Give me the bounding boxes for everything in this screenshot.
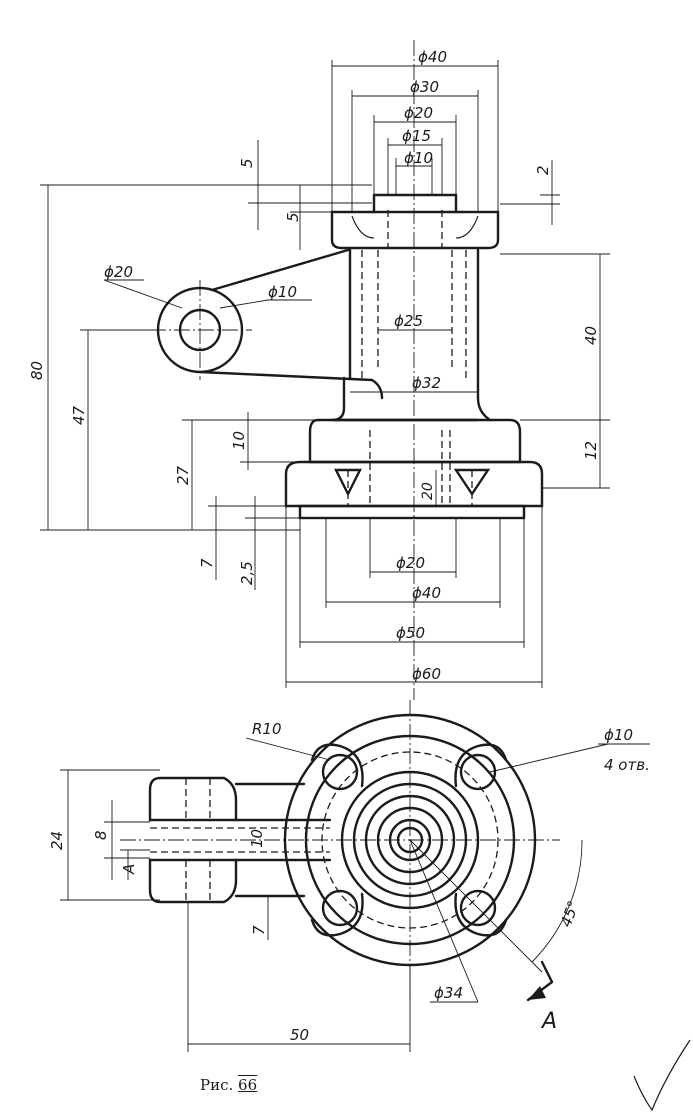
dim-v80: 80 (28, 361, 46, 380)
bore-circle-2 (388, 818, 432, 862)
dim-d40: ϕ40 (418, 48, 447, 66)
dim-d30: ϕ30 (410, 78, 439, 96)
dim-v7-top: 7 (250, 925, 268, 935)
dim-v2: 2 (534, 165, 552, 175)
dim-a-left: A (120, 864, 138, 875)
dim-80-lines (40, 184, 300, 531)
dim-v5-a: 5 (238, 158, 256, 168)
collar-outline (331, 376, 480, 422)
hole-circle (459, 753, 497, 791)
dim-d20-boss: ϕ20 (104, 263, 133, 281)
arm-upper-edge (210, 248, 350, 292)
body-circle (340, 770, 480, 910)
section-line (409, 839, 543, 973)
r10-leader (245, 737, 331, 761)
dim-v10-top: 10 (248, 829, 266, 848)
angle-arc (531, 839, 583, 963)
holes-leader (489, 743, 609, 773)
collar-right (476, 396, 492, 422)
dim-d15: ϕ15 (402, 127, 431, 145)
bore-circle-3 (396, 826, 424, 854)
top-flange-outline (330, 210, 500, 250)
hole-circle (321, 753, 359, 791)
dim-d10-top: ϕ10 (404, 149, 433, 167)
dim-v12: 12 (582, 441, 600, 460)
dim-r10: R10 (252, 720, 282, 738)
dim-d40-bottom: ϕ40 (412, 584, 441, 602)
lug-outline (454, 892, 508, 937)
front-view: ϕ40 ϕ30 ϕ20 ϕ15 ϕ10 5 5 2 80 (28, 40, 610, 700)
dim-d60: ϕ60 (412, 665, 441, 683)
body-circle-2 (352, 782, 468, 898)
dim-v10: 10 (230, 431, 248, 450)
hub-outline (308, 418, 522, 464)
dim-angle45: 45° (557, 898, 583, 929)
top-view-left-dims (60, 769, 160, 901)
bottom-spigot (298, 504, 526, 520)
arm-lower-edge (198, 370, 374, 382)
lug-outline (310, 892, 364, 937)
dim-50-lines (187, 902, 411, 1052)
d34-leader (409, 839, 479, 1003)
body-circle-3 (364, 794, 456, 886)
dim-d10-boss: ϕ10 (268, 283, 297, 301)
arm-fillet (370, 378, 384, 400)
caption-number: 66 (238, 1076, 258, 1094)
hub-circle (304, 734, 516, 946)
top-flange-fillet (351, 215, 375, 239)
figure-caption: Рис. 66 (200, 1076, 257, 1094)
left-lower-dims (182, 412, 318, 590)
lug-outline (310, 743, 364, 788)
mounting-holes (310, 743, 508, 937)
top-left-dims (248, 140, 560, 250)
dim-v2-5: 2,5 (238, 561, 256, 585)
check-mark-icon (633, 1039, 691, 1112)
dim-d25: ϕ25 (394, 312, 423, 330)
lug-outline (454, 743, 508, 788)
dim-v20-inner: 20 (420, 482, 436, 500)
dim-v7: 7 (198, 558, 216, 568)
right-dims (500, 253, 610, 489)
dim-v40: 40 (582, 326, 600, 345)
top-view: 24 8 A 10 7 R10 ϕ10 4 отв. 45° A ϕ34 50 (48, 700, 650, 1052)
arm-top-view (148, 776, 332, 904)
dim-d34: ϕ34 (434, 984, 463, 1002)
dim-v27: 27 (174, 465, 192, 485)
top-flange-fillet (455, 215, 479, 239)
caption-prefix: Рис. (200, 1076, 234, 1094)
dim-v24: 24 (48, 831, 66, 850)
hidden-circle (321, 751, 499, 929)
dim-d10-holes: ϕ10 (604, 726, 633, 744)
dim-47-lines (80, 329, 158, 530)
boss-dim-leaders (103, 279, 312, 309)
dim-d20-bottom: ϕ20 (396, 554, 425, 572)
dim-d32: ϕ32 (412, 374, 441, 392)
hole-circle (459, 889, 497, 927)
dim-v47: 47 (70, 405, 88, 425)
holes-note: 4 отв. (604, 756, 650, 774)
hole-circle (321, 889, 359, 927)
dim-d50: ϕ50 (396, 624, 425, 642)
dim-d20-top: ϕ20 (404, 104, 433, 122)
bottom-diameter-dims (285, 506, 543, 688)
dim-v5-b: 5 (284, 212, 302, 222)
section-label-a: A (540, 1009, 557, 1034)
dim-v8: 8 (92, 830, 110, 840)
dim-h50: 50 (290, 1026, 309, 1044)
bore-circle (376, 806, 444, 874)
section-arrow-head (528, 986, 546, 1000)
top-diameter-dims (331, 60, 499, 212)
